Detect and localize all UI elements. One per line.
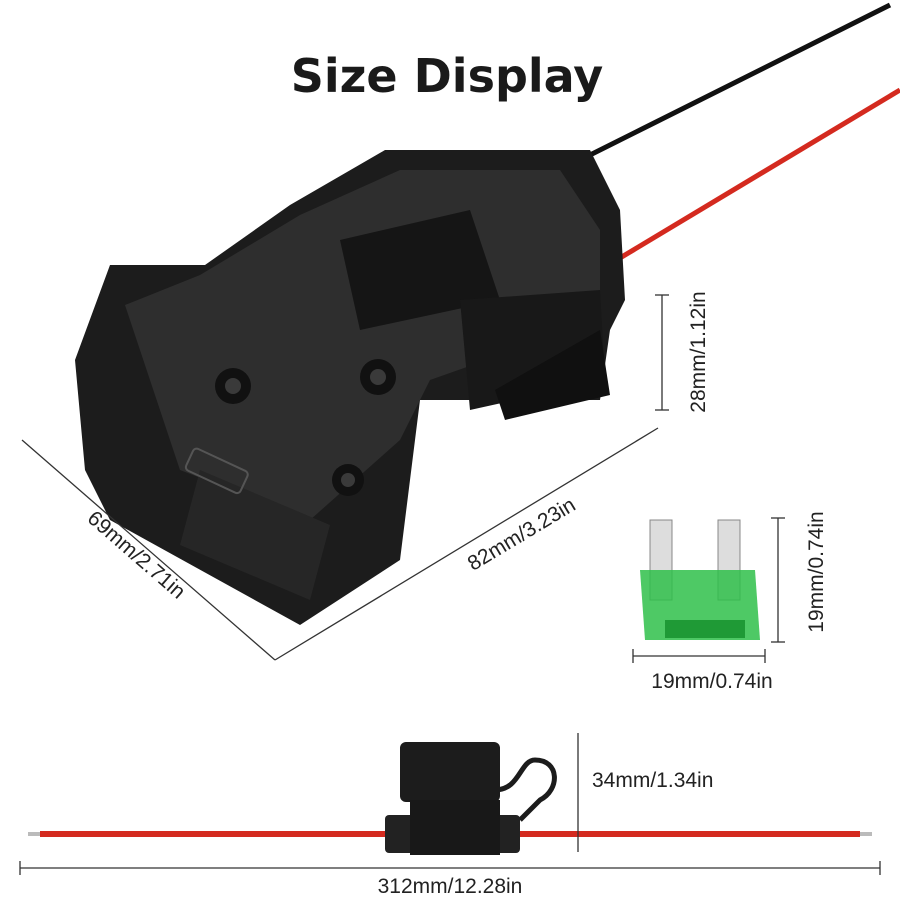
dimension-lines-fuse (632, 517, 785, 663)
fuse-width-label: 19mm/0.74in (651, 670, 772, 693)
dimension-lines-holder (19, 733, 881, 875)
dimension-lines-adapter (21, 294, 669, 661)
height-label: 28mm/1.12in (687, 291, 710, 412)
fuse-holder-cable (28, 742, 872, 855)
cable-length-label: 312mm/12.28in (378, 875, 523, 898)
logo-emboss (184, 447, 249, 495)
blade-fuse (640, 519, 760, 640)
page-title: Size Display (291, 49, 604, 103)
battery-adapter (75, 150, 625, 625)
holder-height-label: 34mm/1.34in (592, 769, 713, 792)
fuse-height-label: 19mm/0.74in (805, 511, 828, 632)
